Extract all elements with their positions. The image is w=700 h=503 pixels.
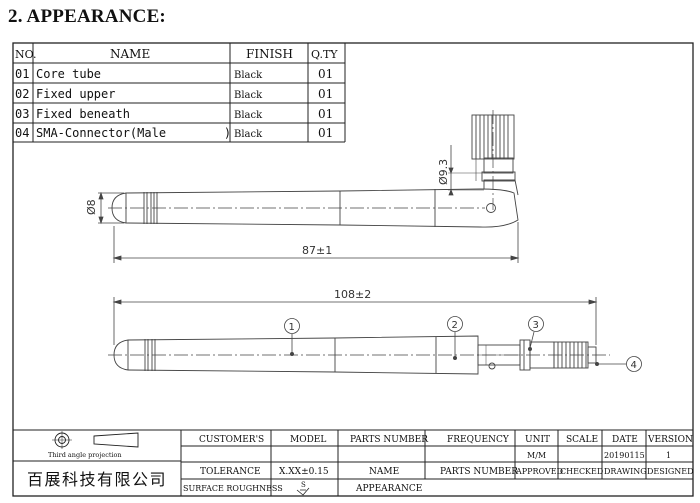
dimension-length-side — [112, 222, 520, 263]
tb-name-value: APPEARANCE — [355, 484, 422, 494]
bom-cell-no: 03 — [15, 107, 29, 121]
tb-cell: UNIT — [525, 435, 550, 445]
bom-cell-qty: 01 — [318, 67, 333, 81]
tb-cell: DESIGNED — [647, 467, 694, 476]
antenna-straight-view — [108, 335, 610, 375]
bom-row-4: 04 SMA-Connector(Male ) Black 01 — [15, 126, 333, 140]
callout-2 — [447, 316, 463, 360]
dimension-label-length-side: 87±1 — [302, 244, 332, 257]
tb-cell: FREQUENCY — [447, 435, 510, 445]
callout-3 — [528, 316, 544, 351]
tb-cell: MODEL — [290, 435, 326, 445]
dimension-label-diameter-body: Ø8 — [85, 199, 98, 215]
title-block — [13, 429, 693, 496]
tb-surface-roughness-label: SURFACE ROUGHNESS — [183, 484, 283, 493]
callout-1 — [284, 318, 300, 356]
bom-header-row: NO. NAME FINISH Q.TY — [15, 47, 338, 61]
tb-cell: DRAWING — [604, 467, 647, 476]
bom-header-no: NO. — [15, 48, 37, 61]
bom-cell-no: 04 — [15, 126, 29, 140]
bom-cell-no: 01 — [15, 67, 29, 81]
tb-cell: VERSION — [647, 435, 693, 445]
tb-cell: NAME — [369, 467, 399, 477]
bom-cell-name: SMA-Connector(Male ) — [36, 126, 231, 140]
tb-cell: SCALE — [566, 435, 598, 445]
dimension-diameter-body — [98, 191, 124, 225]
section-heading: 2. APPEARANCE: — [8, 6, 166, 27]
tb-cell: PARTS NUMBER — [350, 435, 428, 445]
tb-cell: DATE — [612, 435, 638, 445]
bom-header-name: NAME — [110, 47, 150, 61]
title-block-row-1: CUSTOMER'S MODEL PARTS NUMBER FREQUENCY … — [199, 435, 693, 445]
bom-cell-name: Core tube — [36, 67, 101, 81]
projection-label: Third angle projection — [48, 451, 122, 459]
dimension-diameter-connector — [448, 140, 484, 196]
bom-cell-qty: 01 — [318, 126, 333, 140]
bom-table — [13, 43, 346, 143]
callout-label-4: 4 — [631, 360, 637, 371]
tb-cell: APPROVED — [515, 467, 563, 476]
bom-row-2: 02 Fixed upper Black 01 — [15, 87, 333, 101]
title-block-row-2: M/M 20190115 1 — [527, 451, 671, 460]
bom-header-finish: FINISH — [246, 47, 293, 61]
tb-cell: TOLERANCE — [200, 467, 261, 477]
dimension-length-total — [112, 297, 598, 345]
bom-row-3: 03 Fixed beneath Black 01 — [15, 107, 333, 121]
surface-roughness-icon — [296, 487, 310, 496]
tb-cell: X.XX±0.15 — [279, 467, 329, 477]
dimension-label-diameter-connector: Ø9.3 — [437, 159, 450, 185]
bom-cell-finish: Black — [234, 70, 263, 81]
callout-label-1: 1 — [289, 322, 295, 333]
bom-header-qty: Q.TY — [311, 48, 338, 61]
bom-cell-finish: Black — [234, 110, 263, 121]
company-name: 百展科技有限公司 — [27, 470, 167, 489]
bom-cell-no: 02 — [15, 87, 29, 101]
callout-label-2: 2 — [452, 320, 458, 331]
tb-unit-value: M/M — [527, 451, 546, 460]
title-block-row-4: SURFACE ROUGHNESS S APPEARANCE — [183, 481, 422, 496]
bom-cell-qty: 01 — [318, 87, 333, 101]
bom-cell-name: Fixed beneath — [36, 107, 130, 121]
bom-cell-finish: Black — [234, 129, 263, 140]
tb-version-value: 1 — [666, 451, 671, 460]
tb-roughness-symbol-letter: S — [301, 481, 306, 489]
drawing-frame — [12, 42, 694, 497]
dimension-label-length-total: 108±2 — [334, 288, 371, 301]
bom-row-1: 01 Core tube Black 01 — [15, 67, 333, 81]
tb-cell: CUSTOMER'S — [199, 435, 264, 445]
bom-cell-qty: 01 — [318, 107, 333, 121]
antenna-side-view — [108, 110, 519, 228]
callout-4 — [595, 356, 642, 372]
callout-label-3: 3 — [533, 320, 539, 331]
tb-date-value: 20190115 — [604, 451, 645, 460]
bom-cell-finish: Black — [234, 90, 263, 101]
tb-cell: CHECKED — [560, 467, 603, 476]
title-block-row-3: TOLERANCE X.XX±0.15 NAME PARTS NUMBER AP… — [200, 467, 694, 477]
bom-cell-name: Fixed upper — [36, 87, 115, 101]
tb-cell: PARTS NUMBER — [440, 467, 518, 477]
third-angle-projection-symbol — [52, 431, 139, 449]
